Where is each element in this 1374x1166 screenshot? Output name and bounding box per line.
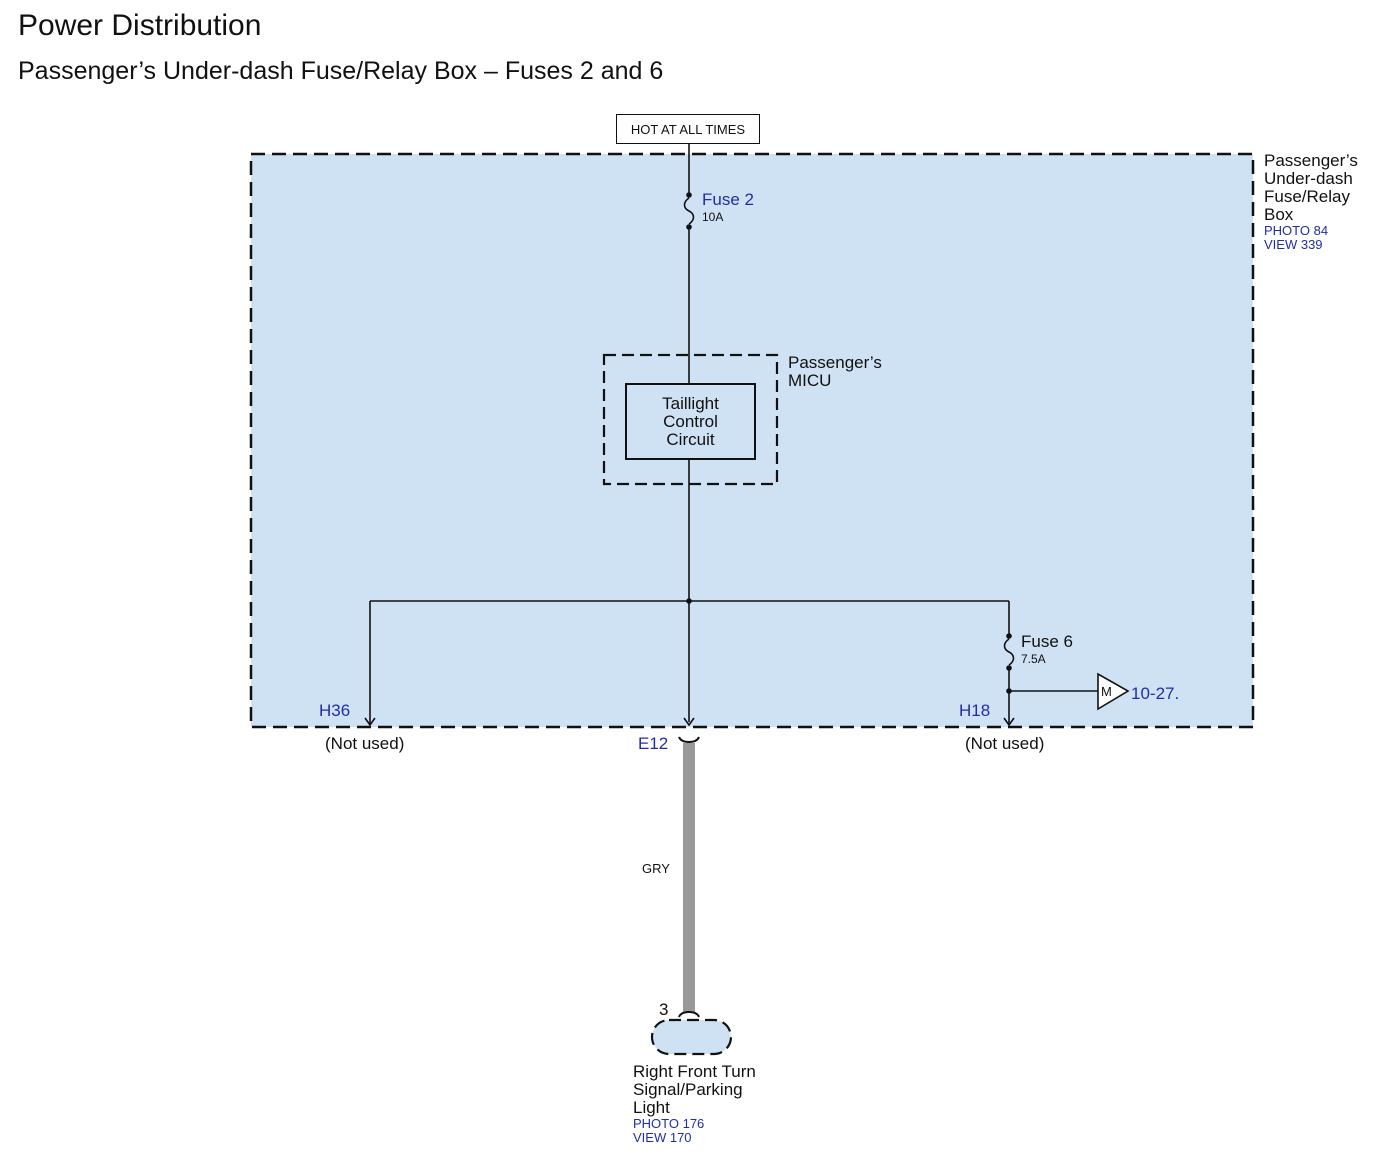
reference-triangle <box>1097 672 1130 711</box>
page-subtitle: Passenger’s Under-dash Fuse/Relay Box – … <box>18 57 664 85</box>
micu-name-line: Passenger’s <box>788 353 882 372</box>
taillight-circuit-box <box>625 383 756 460</box>
micu-outline <box>602 353 779 486</box>
e12-connector-mark <box>678 736 700 744</box>
h36-status: (Not used) <box>325 734 405 753</box>
fuse-box-label: Passenger’s Under-dash Fuse/Relay Box PH… <box>1264 152 1358 252</box>
fuse-2-symbol <box>683 192 695 230</box>
circuit-line: Circuit <box>666 429 715 449</box>
fuse-box-name-line: Fuse/Relay <box>1264 187 1350 206</box>
fuse-2-label: Fuse 2 <box>702 190 754 209</box>
fuse-box-outline <box>249 152 1255 729</box>
taillight-circuit-label: Taillight Control Circuit <box>626 384 755 459</box>
h18-status: (Not used) <box>965 734 1045 753</box>
fuse-box-name-line: Under-dash <box>1264 169 1353 188</box>
fuse-box-name-line: Box <box>1264 205 1294 224</box>
e12-arrow <box>683 717 695 727</box>
reference-page-link[interactable]: 10-27. <box>1131 684 1180 703</box>
circuit-line: Control <box>663 411 718 431</box>
fuse-box-view-ref[interactable]: VIEW 339 <box>1264 237 1323 252</box>
pin3-connector-mark <box>678 1010 700 1018</box>
component-photo-ref[interactable]: PHOTO 176 <box>633 1116 705 1131</box>
e12-terminal-label: E12 <box>638 734 669 753</box>
component-label: Right Front Turn Signal/Parking Light PH… <box>633 1063 756 1145</box>
fuse-6-label: Fuse 6 <box>1021 632 1073 651</box>
component-outline <box>650 1018 733 1056</box>
fuse-6-symbol <box>1003 633 1015 671</box>
fuse-box-name-line: Passenger’s <box>1264 151 1358 170</box>
wire-color-code: GRY <box>642 861 670 876</box>
fuse-2-rating: 10A <box>702 210 724 224</box>
component-name-line: Light <box>633 1098 670 1117</box>
fuse-box-photo-ref[interactable]: PHOTO 84 <box>1264 223 1329 238</box>
power-source-label: HOT AT ALL TIMES <box>616 114 760 144</box>
component-name-line: Signal/Parking <box>633 1080 743 1099</box>
h36-terminal-label: H36 <box>319 701 351 720</box>
component-pin-number: 3 <box>659 1000 669 1019</box>
page-title: Power Distribution <box>18 9 262 42</box>
gry-wire <box>683 743 695 1013</box>
micu-name-line: MICU <box>788 371 832 390</box>
h18-terminal-label: H18 <box>959 701 991 720</box>
component-name-line: Right Front Turn <box>633 1062 756 1081</box>
fuse-6-rating: 7.5A <box>1021 652 1046 666</box>
h36-arrow <box>364 717 376 727</box>
circuit-line: Taillight <box>662 393 719 413</box>
h18-arrow <box>1003 717 1015 727</box>
reference-symbol: M <box>1101 684 1112 699</box>
component-view-ref[interactable]: VIEW 170 <box>633 1130 692 1145</box>
micu-label: Passenger’s MICU <box>788 354 882 390</box>
splice-point <box>686 598 692 604</box>
